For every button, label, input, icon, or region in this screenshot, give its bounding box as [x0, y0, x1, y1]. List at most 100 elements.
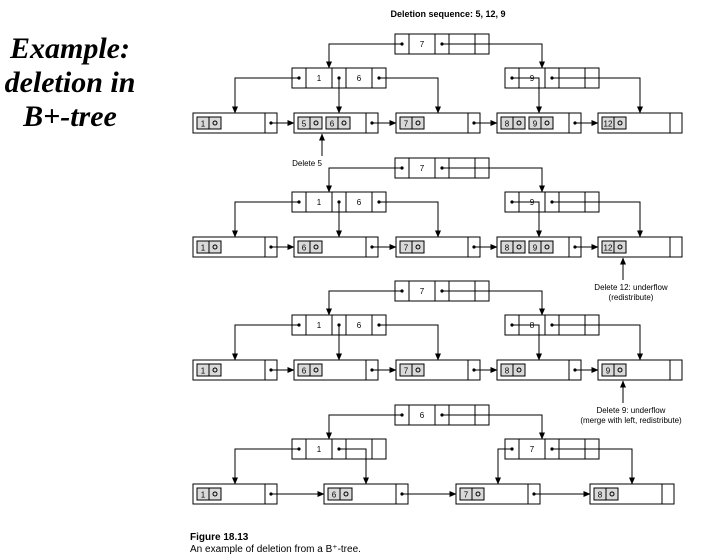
leaf-node: 1	[192, 483, 278, 505]
record-pointer	[617, 120, 623, 126]
leaf-key: 8	[505, 367, 510, 376]
leaf-key: 9	[606, 367, 611, 376]
child-pointer	[512, 77, 542, 114]
leaf-node: 12	[597, 236, 683, 258]
record-pointer	[212, 244, 218, 250]
title-line-3: B+-tree	[23, 100, 117, 133]
node-key: 1	[317, 321, 322, 330]
leaf-node: 7	[395, 236, 481, 258]
root-right-pointer	[442, 290, 545, 316]
leaf-key: 7	[404, 244, 409, 253]
figure-caption: Figure 18.13 An example of deletion from…	[190, 532, 361, 556]
figure-caption-text: An example of deletion from a B⁺-tree.	[190, 544, 361, 555]
record-pointer	[617, 244, 623, 250]
node-key: 6	[357, 321, 362, 330]
leaf-node: 7	[395, 112, 481, 134]
record-pointer	[544, 120, 550, 126]
node-key: 1	[317, 74, 322, 83]
leaf-key: 1	[201, 120, 206, 129]
root-right-pointer	[442, 414, 545, 440]
leaf-node: 8	[589, 483, 675, 505]
record-pointer	[617, 367, 623, 373]
node-key: 6	[357, 74, 362, 83]
record-pointer	[313, 367, 319, 373]
title-line-2: deletion in	[4, 66, 136, 99]
node-key: 7	[420, 40, 425, 49]
leaf-key: 7	[404, 367, 409, 376]
deletion-sequence-label: Deletion sequence: 5, 12, 9	[390, 9, 505, 19]
record-pointer	[475, 491, 481, 497]
record-pointer	[516, 244, 522, 250]
leaf-key: 5	[302, 120, 307, 129]
record-pointer	[415, 244, 421, 250]
leaf-key: 9	[533, 120, 538, 129]
leaf-key: 7	[464, 491, 469, 500]
node-key: 1	[317, 198, 322, 207]
child-pointer	[379, 324, 441, 361]
leaf-key: 12	[604, 120, 613, 129]
record-pointer	[415, 367, 421, 373]
root-right-pointer	[442, 167, 545, 193]
leaf-key: 7	[404, 120, 409, 129]
child-pointer	[512, 324, 542, 361]
leaf-key: 6	[302, 367, 307, 376]
delete-annotation-line: (redistribute)	[609, 293, 654, 302]
record-pointer	[313, 244, 319, 250]
leaf-node: 7	[395, 359, 481, 381]
leaf-node: 1	[192, 236, 278, 258]
child-pointer	[512, 201, 542, 238]
node-key: 1	[317, 445, 322, 454]
leaf-key: 6	[332, 491, 337, 500]
child-pointer	[379, 77, 441, 114]
leaf-node: 8	[496, 359, 582, 381]
record-pointer	[343, 491, 349, 497]
leaf-key: 8	[505, 244, 510, 253]
root-left-pointer	[326, 290, 402, 316]
child-pointer	[552, 324, 643, 361]
record-pointer	[212, 491, 218, 497]
leaf-key: 12	[604, 244, 613, 253]
root-left-pointer	[326, 414, 402, 440]
child-pointer	[232, 77, 299, 114]
delete-annotation-line: (merge with left, redistribute)	[580, 416, 682, 425]
child-pointer	[232, 448, 299, 485]
leaf-node: 6	[293, 236, 379, 258]
leaf-node: 6	[323, 483, 409, 505]
delete-annotation-line: Delete 5	[292, 159, 322, 168]
node-key: 7	[420, 287, 425, 296]
record-pointer	[415, 120, 421, 126]
root-left-pointer	[326, 167, 402, 193]
record-pointer	[516, 367, 522, 373]
record-pointer	[516, 120, 522, 126]
record-pointer	[212, 367, 218, 373]
leaf-key: 8	[505, 120, 510, 129]
leaf-key: 8	[598, 491, 603, 500]
record-pointer	[341, 120, 347, 126]
child-pointer	[552, 77, 643, 114]
child-pointer	[495, 448, 512, 485]
child-pointer	[552, 201, 643, 238]
node-key: 6	[357, 198, 362, 207]
child-pointer	[232, 324, 299, 361]
leaf-node: 6	[293, 359, 379, 381]
leaf-key: 6	[330, 120, 335, 129]
node-key: 7	[420, 164, 425, 173]
child-pointer	[379, 201, 441, 238]
leaf-key: 1	[201, 491, 206, 500]
child-pointer	[552, 448, 635, 485]
node-key: 7	[530, 445, 535, 454]
node-key: 6	[420, 411, 425, 420]
leaf-key: 1	[201, 367, 206, 376]
leaf-node: 1	[192, 112, 278, 134]
record-pointer	[212, 120, 218, 126]
leaf-key: 1	[201, 244, 206, 253]
record-pointer	[544, 244, 550, 250]
title-line-1: Example:	[10, 32, 130, 65]
leaf-node: 12	[597, 112, 683, 134]
slide-title: Example: deletion in B+-tree	[0, 32, 140, 134]
